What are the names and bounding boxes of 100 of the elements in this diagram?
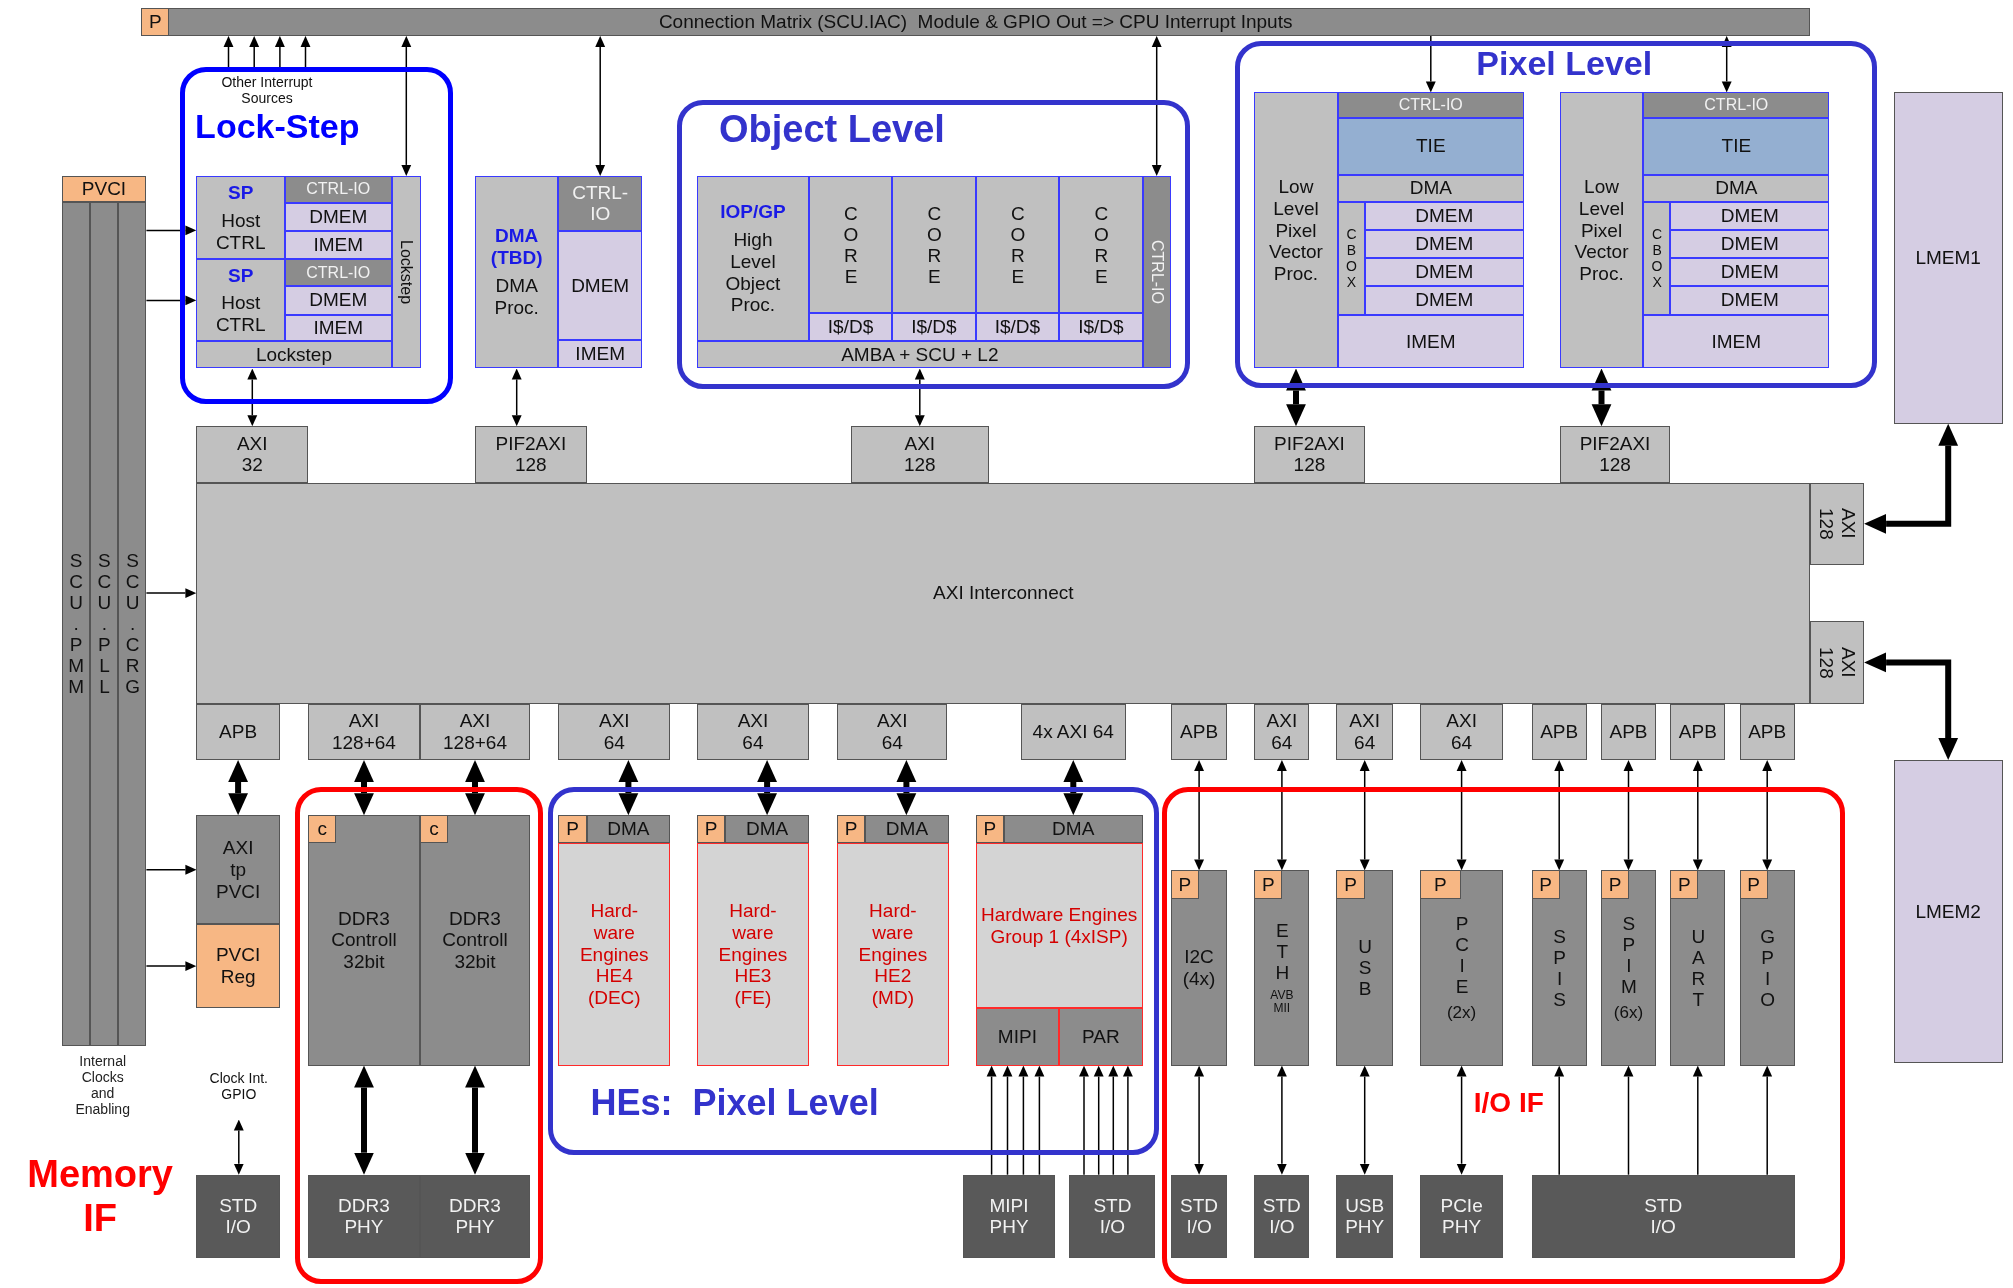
block-label: DMEM	[571, 274, 630, 297]
arrow	[1002, 1065, 1013, 1176]
block-label: PAR	[1082, 1025, 1120, 1048]
block-label: c	[317, 818, 327, 841]
block-label: Hard- ware Engines HE4 (DEC)	[579, 899, 649, 1010]
block-label: DMEM	[1720, 204, 1779, 227]
arrow	[145, 864, 197, 875]
arrow	[1063, 760, 1084, 816]
module-block	[558, 843, 671, 1066]
block-label: IMEM	[313, 234, 364, 257]
block-label: CORE	[840, 202, 861, 287]
block-label: DMEM	[1415, 204, 1474, 227]
block-label: P	[1262, 873, 1275, 896]
block-label: I$/D$	[911, 316, 957, 339]
bus-bar	[141, 7, 1811, 36]
bus-port	[837, 703, 948, 760]
group-title: Pixel Level	[1476, 46, 1653, 81]
memory-block	[1337, 314, 1524, 369]
block-label: P	[1539, 873, 1552, 896]
block-label: CBOX	[1649, 226, 1665, 291]
arrow	[914, 368, 925, 427]
block-label: UART	[1687, 925, 1708, 1010]
block-label: CTRL-IO	[306, 263, 371, 282]
arrow	[1456, 1065, 1467, 1175]
block-label: DDR3 Controll 32bit	[442, 907, 508, 974]
block-label: CORE	[924, 202, 944, 287]
arrow	[1194, 1065, 1205, 1175]
block-label: APB	[1540, 720, 1579, 743]
block-label: CTRL-IO	[1704, 96, 1769, 115]
block-label: TIE	[1721, 135, 1752, 158]
io-pad-block	[419, 1174, 531, 1259]
block-label: I$/D$	[827, 316, 874, 339]
control-column	[118, 201, 147, 1047]
memory-block	[558, 231, 642, 341]
block-label: LMEM1	[1915, 247, 1981, 269]
block-label: P	[1608, 873, 1622, 896]
tag-box	[1531, 870, 1560, 899]
block-label: APB	[219, 720, 258, 743]
arrow	[1554, 1065, 1565, 1176]
block-label: Low Level Pixel Vector Proc.	[1269, 175, 1323, 286]
module-block	[892, 175, 976, 314]
block-label: P	[1677, 873, 1691, 896]
block-label: DMEM	[1415, 233, 1474, 255]
module-block	[1559, 92, 1644, 369]
tag-box	[1336, 870, 1365, 899]
arrow	[1692, 1065, 1703, 1176]
block-label: P	[1178, 873, 1192, 896]
arrow	[1359, 1065, 1370, 1175]
block-label: PVCI Reg	[215, 944, 261, 988]
block-label: (6x)	[1613, 1003, 1644, 1023]
block-label: Hard- ware Engines HE2 (MD)	[858, 899, 928, 1010]
block-label: P	[983, 818, 997, 841]
block-label: SPIM	[1618, 913, 1639, 998]
block-label: Host CTRL	[215, 292, 266, 337]
tag-box	[308, 815, 337, 844]
module-block	[1643, 174, 1830, 202]
arrow	[233, 1119, 244, 1175]
note-text: Clock Int. GPIO	[202, 1052, 275, 1120]
block-label: CTRL-IO	[572, 181, 629, 226]
block-label: Low Level Pixel Vector Proc.	[1574, 175, 1629, 286]
block-label: STD I/O	[1093, 1194, 1132, 1239]
block-label: DMEM	[309, 289, 368, 312]
group-frame	[295, 786, 544, 1284]
bus-port	[1419, 703, 1504, 760]
group-frame	[548, 786, 1160, 1156]
note-text: Internal Clocks and Enabling	[75, 1052, 130, 1118]
memory-block	[1670, 229, 1830, 259]
group-title: Lock-Step	[195, 109, 360, 144]
block-label: STD I/O	[1644, 1194, 1683, 1239]
bus-port	[1170, 703, 1228, 760]
block-label: AXI 128	[1815, 507, 1859, 540]
module-block	[1643, 201, 1671, 315]
block-label: DMEM	[1720, 233, 1779, 255]
memory-block	[285, 231, 392, 260]
module-block	[865, 815, 949, 844]
block-label: IMEM	[313, 317, 364, 339]
tag-box	[1670, 870, 1699, 899]
group-frame	[1235, 41, 1877, 388]
tag-box	[837, 815, 866, 844]
tag-box	[975, 815, 1004, 844]
block-label: 4x AXI 64	[1032, 720, 1114, 743]
io-pad-block	[308, 1174, 420, 1259]
tag-box	[1739, 870, 1768, 899]
module-block	[697, 341, 1143, 369]
module-block	[1003, 815, 1143, 844]
bus-bar	[196, 482, 1811, 704]
bus-port	[851, 426, 989, 483]
block-label: AMBA + SCU + L2	[841, 344, 999, 366]
bus-port	[1600, 703, 1657, 760]
arrow	[1093, 1065, 1104, 1176]
arrow	[1276, 760, 1287, 871]
arrow	[1721, 35, 1732, 93]
block-label: Hard- ware Engines HE3 (FE)	[718, 899, 788, 1010]
block-label: P	[1747, 873, 1760, 896]
module-block	[196, 815, 280, 925]
bus-port	[1254, 703, 1310, 760]
module-block	[1170, 870, 1228, 1066]
block-title: SP	[228, 264, 254, 287]
block-label: AXI 64	[1349, 709, 1380, 754]
io-pad-block	[1170, 1174, 1228, 1259]
